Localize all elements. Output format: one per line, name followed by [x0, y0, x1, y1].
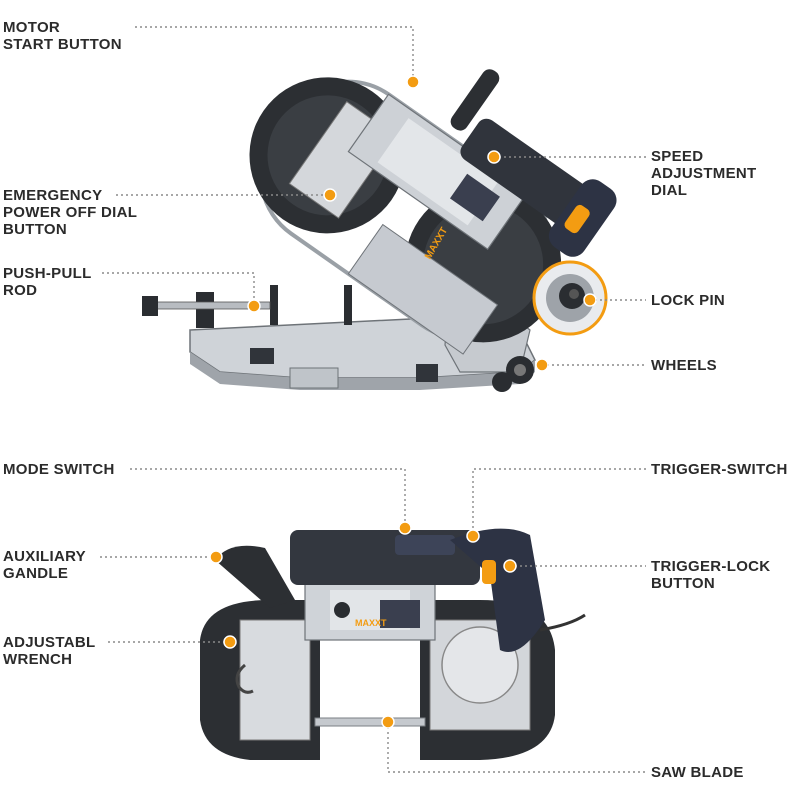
callout-dot-emergency [323, 188, 337, 202]
leader-push-pull [102, 272, 255, 306]
lock-pin-inset [532, 260, 608, 336]
callout-dot-mode-switch [398, 521, 412, 535]
callout-dot-speed [487, 150, 501, 164]
label-auxiliary-handle: AUXILIARY GANDLE [3, 548, 86, 582]
callout-dot-motor-start [406, 75, 420, 89]
label-wheels: WHEELS [651, 357, 717, 374]
callout-dot-saw-blade [381, 715, 395, 729]
callout-dot-lock-pin [583, 293, 597, 307]
leader-motor-start [135, 26, 414, 82]
saw-head-tilted [249, 69, 617, 355]
label-trigger-lock-button: TRIGGER-LOCK BUTTON [651, 558, 771, 592]
callout-dot-trigger-switch [466, 529, 480, 543]
label-motor-start-button: MOTOR START BUTTON [3, 19, 122, 53]
brand-text-bottom: MAXXT [355, 618, 387, 628]
label-lock-pin: LOCK PIN [651, 292, 726, 309]
label-saw-blade: SAW BLADE [651, 764, 744, 781]
callout-dot-auxiliary [209, 550, 223, 564]
label-trigger-switch: TRIGGER-SWITCH [651, 461, 788, 478]
leader-saw-blade [387, 722, 646, 773]
callout-dot-trigger-lock [503, 559, 517, 573]
leader-trigger-switch [472, 468, 646, 536]
label-emergency-power-off: EMERGENCY POWER OFF DIAL BUTTON [3, 187, 138, 238]
saw-front [200, 528, 586, 760]
label-mode-switch: MODE SWITCH [3, 461, 115, 478]
callout-dot-wheels [535, 358, 549, 372]
leader-mode-switch [130, 468, 406, 528]
callout-dot-wrench [223, 635, 237, 649]
label-speed-adjustment-dial: SPEED ADJUSTMENT DIAL [651, 148, 757, 199]
callout-dot-push-pull [247, 299, 261, 313]
label-adjustable-wrench: ADJUSTABL WRENCH [3, 634, 96, 668]
label-push-pull-rod: PUSH-PULL ROD [3, 265, 92, 299]
